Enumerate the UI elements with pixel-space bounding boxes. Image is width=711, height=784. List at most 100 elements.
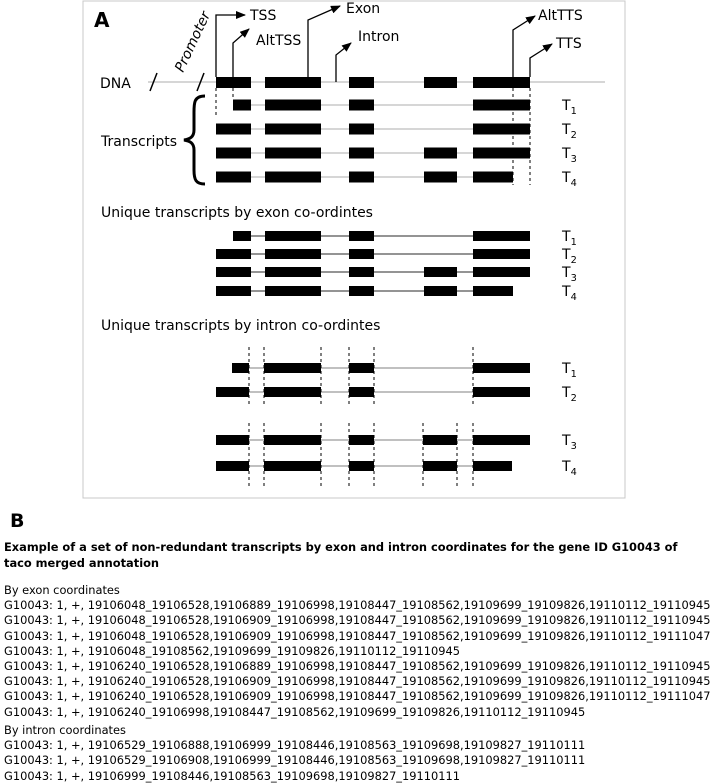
exon-block <box>265 171 321 183</box>
exon-block <box>265 99 321 111</box>
exon-block <box>423 461 457 471</box>
transcript-row: T2 <box>216 385 577 404</box>
transcript-label: T3 <box>561 146 577 165</box>
exon-block <box>265 249 321 259</box>
exon-coordinate-line: G10043: 1, +, 19106240_19106528,19106909… <box>4 674 711 689</box>
transcript-row: T1 <box>233 98 577 117</box>
exon-block <box>216 461 249 471</box>
exon-block <box>473 435 530 445</box>
exon-block <box>473 286 513 296</box>
transcript-row: T4 <box>216 284 577 303</box>
exon-block <box>264 363 321 373</box>
tss-label: TSS <box>249 8 276 24</box>
exon-block <box>473 387 530 397</box>
exon-coordinates-section: By exon coordinates G10043: 1, +, 191060… <box>4 583 711 720</box>
exon-block <box>349 249 374 259</box>
exon-label: Exon <box>346 1 380 17</box>
exon-block <box>473 231 530 241</box>
dna-exon <box>216 77 251 88</box>
tss-arrow <box>215 11 246 77</box>
transcript-label: T4 <box>561 459 577 478</box>
exon-block <box>349 286 374 296</box>
gene-structure-diagram: A DNA Promoter TSS AltTSS Exon Intron Al… <box>82 0 626 499</box>
transcript-row: T3 <box>216 146 577 165</box>
tts-arrow <box>529 43 553 77</box>
promoter-slash-right <box>196 72 205 92</box>
dna-label: DNA <box>100 76 131 92</box>
transcript-label: T1 <box>561 361 577 380</box>
transcript-label: T1 <box>561 229 577 248</box>
intron-coordinates-heading: By intron coordinates <box>4 723 126 737</box>
exon-block <box>264 435 321 445</box>
transcript-label: T2 <box>561 122 577 141</box>
transcript-label: T4 <box>561 284 577 303</box>
intron-arrow <box>335 42 352 82</box>
promoter-slash-left <box>149 72 158 92</box>
exon-arrow <box>307 5 341 77</box>
intron-coordinate-line: G10043: 1, +, 19106529_19106908,19106999… <box>4 753 586 768</box>
tts-label: TTS <box>555 36 582 52</box>
panel-b-label: B <box>10 510 25 532</box>
exon-block <box>473 249 530 259</box>
exon-block <box>265 147 321 159</box>
exon-block <box>424 286 457 296</box>
transcript-label: T3 <box>561 433 577 452</box>
intron-coordinates-section: By intron coordinates G10043: 1, +, 1910… <box>4 723 706 784</box>
transcripts-label: Transcripts <box>100 134 177 150</box>
alt-tss-label: AltTSS <box>256 33 301 49</box>
transcript-row: T3 <box>216 433 577 452</box>
exon-block <box>216 249 251 259</box>
exon-block <box>473 171 513 183</box>
transcript-row: T1 <box>232 361 577 380</box>
exon-block <box>349 147 374 159</box>
exon-block <box>349 387 374 397</box>
exon-block <box>216 147 251 159</box>
exon-block <box>424 171 457 183</box>
alt-tss-arrow <box>232 28 250 77</box>
dna-exons <box>216 77 530 88</box>
alt-tts-label: AltTTS <box>538 8 583 24</box>
transcript-label: T4 <box>561 170 577 189</box>
transcript-row: T4 <box>216 170 577 189</box>
exon-block <box>264 461 321 471</box>
dna-exon <box>265 77 321 88</box>
exon-block <box>216 171 251 183</box>
section-exon-title: Unique transcripts by exon co-ordintes <box>101 205 373 221</box>
exon-block <box>349 267 374 277</box>
exon-block <box>473 123 530 135</box>
exon-block <box>216 123 251 135</box>
exon-block <box>264 387 321 397</box>
transcript-row: T3 <box>216 265 577 284</box>
dna-exon <box>349 77 374 88</box>
exon-block <box>216 267 251 277</box>
intron-coordinate-line: G10043: 1, +, 19106529_19106888,19106999… <box>4 738 586 753</box>
exon-block <box>216 387 249 397</box>
exon-block <box>233 99 251 111</box>
exon-block <box>473 267 530 277</box>
panel-b-caption: Example of a set of non-redundant transc… <box>4 540 678 570</box>
exon-coordinate-line: G10043: 1, +, 19106048_19106528,19106909… <box>4 613 711 628</box>
exon-block <box>473 461 512 471</box>
exon-block <box>423 435 457 445</box>
exon-block <box>349 99 374 111</box>
transcript-row: T4 <box>216 459 577 478</box>
exon-block <box>473 147 530 159</box>
transcript-row: T1 <box>233 229 577 248</box>
intron-label: Intron <box>358 29 399 45</box>
alt-tts-arrow <box>512 15 536 77</box>
transcript-row: T2 <box>216 122 577 141</box>
exon-block <box>349 231 374 241</box>
exon-block <box>349 435 374 445</box>
exon-block <box>473 363 530 373</box>
exon-coordinate-line: G10043: 1, +, 19106048_19108562,19109699… <box>4 643 460 658</box>
exon-block <box>216 435 249 445</box>
section-intron-title: Unique transcripts by intron co-ordintes <box>101 318 380 334</box>
exon-coordinate-line: G10043: 1, +, 19106240_19106528,19106889… <box>4 658 711 673</box>
panel-a-label: A <box>94 8 110 32</box>
transcript-label: T2 <box>561 247 577 266</box>
exon-block <box>424 267 457 277</box>
transcript-label: T1 <box>561 98 577 117</box>
